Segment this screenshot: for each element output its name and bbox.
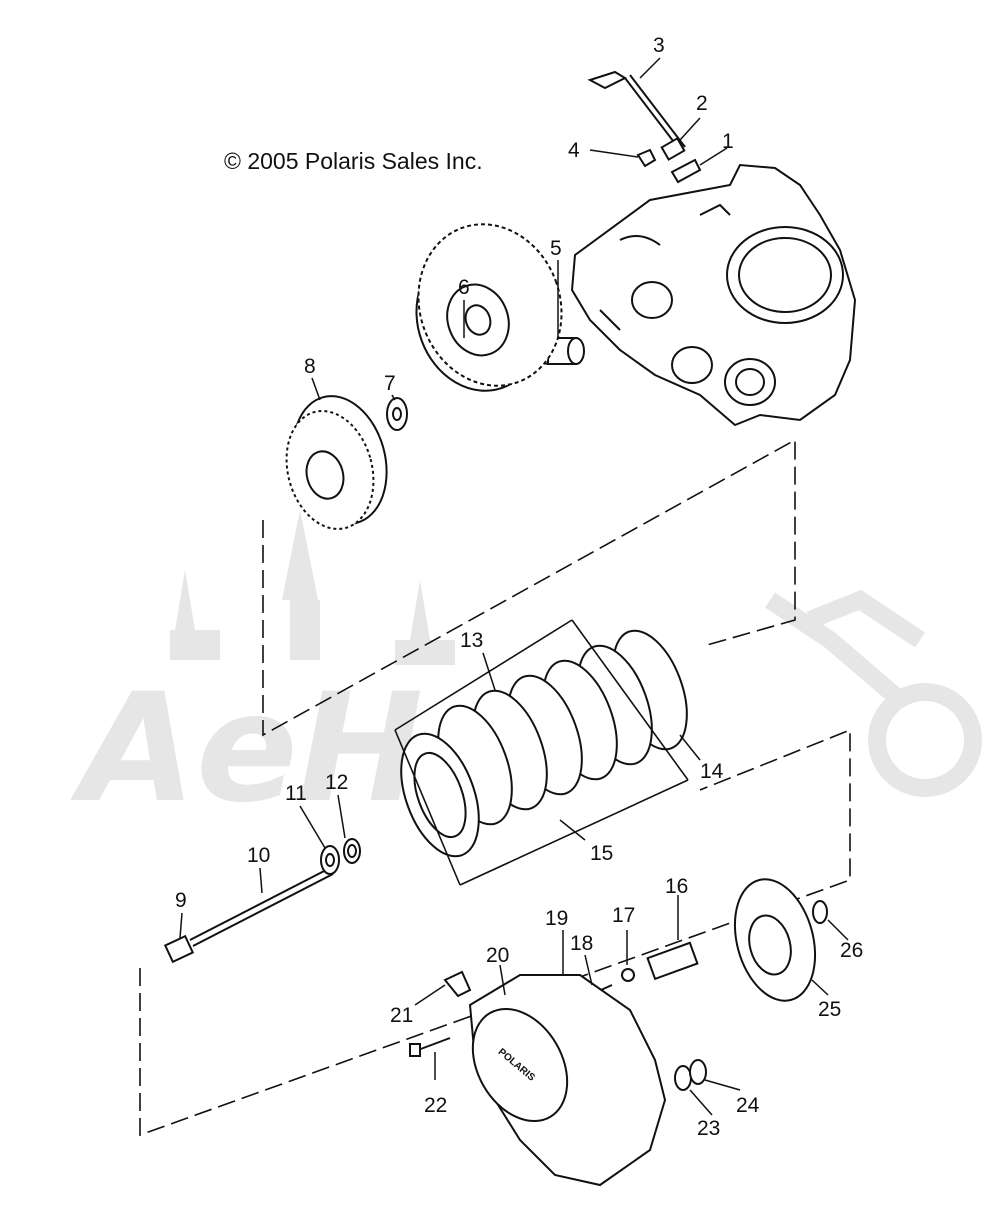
callout-7: 7 <box>384 372 396 395</box>
callout-5: 5 <box>550 237 562 260</box>
plate-stack-brackets <box>394 619 689 886</box>
callout-9: 9 <box>175 889 187 912</box>
callout-24: 24 <box>736 1094 760 1117</box>
small-parts-drawing <box>409 970 707 1091</box>
shift-shaft-parts <box>587 70 702 184</box>
pressure-plate-drawing <box>733 878 828 1002</box>
callout-19: 19 <box>545 907 568 930</box>
callout-25: 25 <box>818 998 841 1021</box>
callout-3: 3 <box>653 34 665 57</box>
watermark-text: AeH <box>70 662 423 836</box>
callout-labels: 1 2 3 4 5 6 7 8 9 10 11 12 13 14 15 16 1… <box>175 34 863 1140</box>
clutch-cover-drawing: POLARIS <box>468 974 667 1187</box>
callout-20: 20 <box>486 944 509 967</box>
callout-26: 26 <box>840 939 863 962</box>
spring-drawing <box>589 941 699 996</box>
lower-dashed-frame <box>139 728 851 1137</box>
callout-2: 2 <box>696 92 708 115</box>
callout-15: 15 <box>590 842 613 865</box>
callout-17: 17 <box>612 904 635 927</box>
bearing-drawing <box>320 838 361 875</box>
assembly-frames <box>139 438 851 1137</box>
callout-1: 1 <box>722 130 734 153</box>
callout-11: 11 <box>285 782 307 805</box>
crankcase-drawing <box>570 163 857 427</box>
upper-dashed-frame <box>262 438 796 737</box>
watermark-motorcycle-icon <box>765 589 982 797</box>
washer-drawing <box>386 397 408 431</box>
clutch-hub-drawing <box>285 395 388 530</box>
callout-12: 12 <box>325 771 348 794</box>
pushrod-drawing <box>163 867 334 964</box>
copyright-text: © 2005 Polaris Sales Inc. <box>224 148 483 174</box>
callout-23: 23 <box>697 1117 720 1140</box>
watermark-skyline-icon <box>170 510 455 665</box>
callout-21: 21 <box>390 1004 413 1027</box>
callout-22: 22 <box>424 1094 447 1117</box>
callout-4: 4 <box>568 139 580 162</box>
callout-6: 6 <box>458 276 470 299</box>
callout-8: 8 <box>304 355 316 378</box>
clutch-plate-stack <box>400 629 688 858</box>
watermark: AeH <box>70 510 982 836</box>
callout-18: 18 <box>570 932 593 955</box>
callout-16: 16 <box>665 875 688 898</box>
callout-13: 13 <box>460 629 483 652</box>
clutch-housing-drawing <box>415 223 563 392</box>
callout-14: 14 <box>700 760 724 783</box>
leader-lines <box>179 57 849 1116</box>
callout-10: 10 <box>247 844 270 867</box>
